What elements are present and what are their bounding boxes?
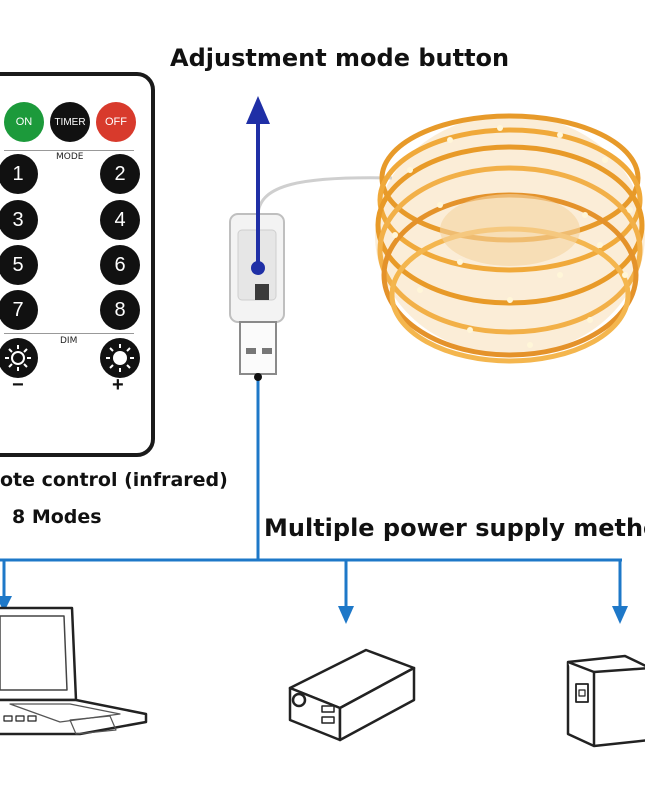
mode-divider [4, 150, 134, 151]
plus-label: + [112, 374, 124, 396]
mode-1-button[interactable]: 1 [0, 154, 38, 194]
remote-caption: ote control (infrared) [0, 469, 228, 491]
power-lines [0, 376, 622, 610]
dim-up-button[interactable] [100, 338, 140, 378]
wall-adapter-icon [566, 654, 645, 748]
modes-caption: 8 Modes [12, 506, 102, 528]
timer-button[interactable]: TIMER [50, 102, 90, 142]
fairy-lights-coil [375, 113, 645, 364]
arrow-to-powerbank [338, 606, 354, 624]
dim-down-button[interactable] [0, 338, 38, 378]
usb-dot [254, 373, 262, 381]
sun-dim-icon [5, 345, 31, 371]
laptop-icon [0, 606, 148, 736]
mode-8-button[interactable]: 8 [100, 290, 140, 330]
dim-label: DIM [60, 336, 78, 346]
power-bank-icon [288, 648, 416, 742]
remote-control: ON TIMER OFF MODE 1 2 3 4 5 6 7 8 DIM [0, 72, 155, 457]
mode-3-button[interactable]: 3 [0, 200, 38, 240]
adjustment-mode-title: Adjustment mode button [170, 44, 510, 72]
arrow-to-adapter [612, 606, 628, 624]
mode-6-button[interactable]: 6 [100, 245, 140, 285]
dim-divider [4, 333, 134, 334]
on-button[interactable]: ON [4, 102, 44, 142]
wire [256, 176, 393, 215]
mode-4-button[interactable]: 4 [100, 200, 140, 240]
mode-5-button[interactable]: 5 [0, 245, 38, 285]
power-supply-title: Multiple power supply metho [264, 514, 645, 542]
adjustment-arrow [246, 96, 270, 275]
mode-label: MODE [56, 152, 84, 162]
sun-bright-icon [106, 344, 134, 372]
mode-7-button[interactable]: 7 [0, 290, 38, 330]
off-button[interactable]: OFF [96, 102, 136, 142]
mode-2-button[interactable]: 2 [100, 154, 140, 194]
minus-label: − [12, 374, 24, 396]
